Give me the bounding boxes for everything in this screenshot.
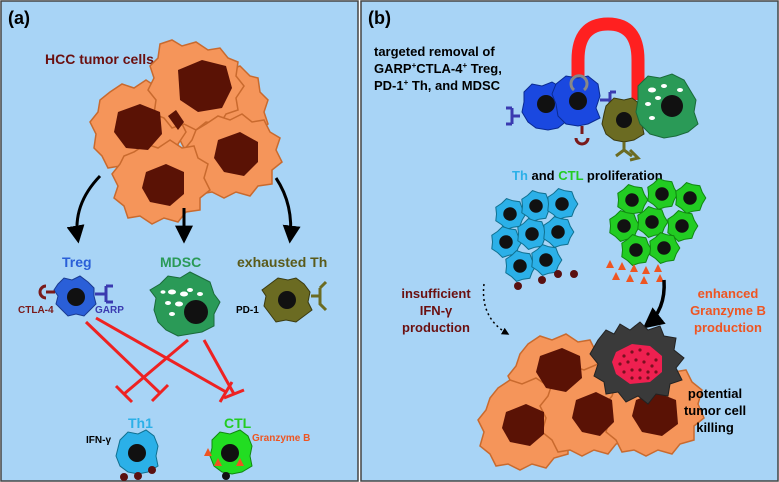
cell-nucleus [675,219,689,233]
ifn-gamma-dots [514,270,578,290]
removal-text-line2: GARP+CTLA-4+ Treg, [374,61,502,76]
treg-label: Treg [62,254,92,270]
exhausted-th-label: exhausted Th [237,254,327,270]
cell-nucleus [525,227,539,241]
proliferation-label: Th and CTL proliferation [512,168,663,183]
panel-a-label: (a) [8,8,30,28]
th1-cytokine-label: IFN-γ [86,435,111,446]
cell-nucleus [513,259,527,273]
th1-label: Th1 [128,415,153,431]
cell-nucleus [657,241,671,255]
killing-line2: tumor cell [684,403,746,418]
mdsc-cell [149,271,221,337]
removal-text-line3: PD-1+ Th, and MDSC [374,78,501,93]
cell-nucleus [499,235,513,249]
tumor-label: HCC tumor cells [45,51,154,67]
cell-nucleus [503,207,517,221]
treg-cell [38,275,113,317]
granzyme-triangles [606,260,664,284]
exhausted-th-cell [261,277,328,323]
cell-nucleus [555,197,569,211]
inhibition-lines [84,316,245,404]
dotted-arrow-ifn [482,283,510,335]
arrow-granzyme-killing [642,279,666,329]
cell-nucleus [617,219,631,233]
insufficient-line3: production [402,320,470,335]
cell-nucleus [625,193,639,207]
pd1-label: PD-1 [236,305,259,316]
targeted-removal-construct [506,17,699,162]
ctl-label: CTL [224,415,252,431]
cell-nucleus [645,215,659,229]
ctl-cytokine-label: Granzyme B [252,433,310,444]
arrow-to-exhausted-th [274,177,301,244]
enhanced-line1: enhanced [698,286,759,301]
enhanced-line2: Granzyme B [690,303,766,318]
ctl-cluster [609,178,707,266]
arrow-to-treg [66,174,102,244]
enhanced-line3: production [694,320,762,335]
ctla4-label: CTLA-4 [18,305,54,316]
killing-line1: potential [688,386,742,401]
mdsc-label: MDSC [160,254,201,270]
cell-nucleus [629,243,643,257]
cell-nucleus [539,253,553,267]
panel-b-label: (b) [368,8,391,28]
cell-nucleus [683,191,697,205]
cell-nucleus [655,187,669,201]
th-cluster [491,188,579,282]
hcc-tumor-cluster [89,39,283,225]
insufficient-line2: IFN-γ [420,303,453,318]
killing-line3: killing [696,420,734,435]
removal-text-line1: targeted removal of [374,44,495,59]
insufficient-line1: insufficient [401,286,471,301]
garp-label: GARP [95,305,124,316]
ctl-cell [204,429,253,480]
cell-nucleus [529,199,543,213]
th1-cell [115,429,159,481]
tumor-cluster-b [477,321,705,471]
cell-nucleus [551,225,565,239]
